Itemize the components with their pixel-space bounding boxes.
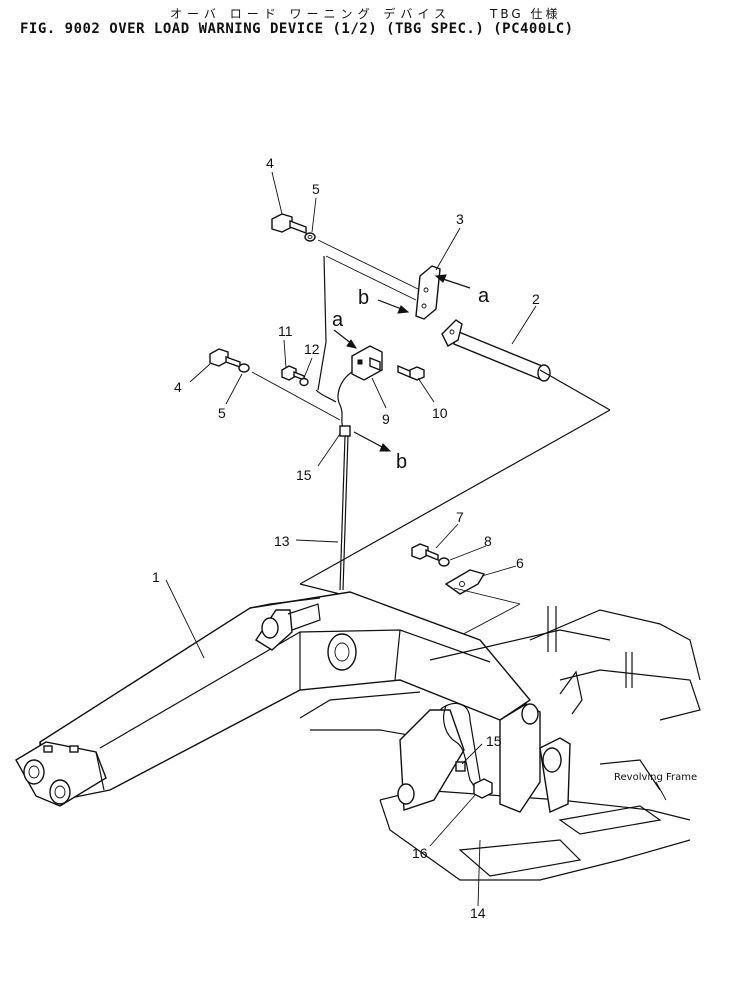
part-12-washer xyxy=(299,377,309,387)
part-1-boom xyxy=(15,591,532,807)
callout-7: 7 xyxy=(456,509,464,525)
part-5-washer-lower xyxy=(238,363,250,373)
arrow-a-lower xyxy=(333,329,358,349)
arrow-b-lower xyxy=(353,431,392,452)
callout-9: 9 xyxy=(382,411,390,427)
part-3-bracket xyxy=(415,265,441,320)
part-10-bolt xyxy=(397,364,425,381)
callout-12: 12 xyxy=(304,341,320,357)
part-11-bolt xyxy=(281,365,305,382)
arrow-b-upper xyxy=(377,299,410,314)
callout-2: 2 xyxy=(532,291,540,307)
leader-lines xyxy=(165,171,667,907)
callout-4-lower: 4 xyxy=(174,379,182,395)
arrow-label-b-upper: b xyxy=(358,287,369,309)
part-9-limit-switch xyxy=(351,345,383,381)
part-5-washer-upper xyxy=(304,232,316,242)
callout-13: 13 xyxy=(274,533,290,549)
callout-15-upper: 15 xyxy=(296,467,312,483)
part-8-washer xyxy=(438,557,450,567)
title-jp-spec: TBG 仕様 xyxy=(490,7,561,21)
title-jp-text: オーバ ロード ワーニング デバイス xyxy=(170,7,451,21)
title-japanese: オーバ ロード ワーニング デバイス TBG 仕様 xyxy=(170,5,557,22)
arrow-a-upper xyxy=(434,274,471,289)
part-15-clip-lower xyxy=(455,761,466,772)
callout-5-lower: 5 xyxy=(218,405,226,421)
callout-10: 10 xyxy=(432,405,448,421)
callout-8: 8 xyxy=(484,533,492,549)
callout-15-lower: 15 xyxy=(486,733,502,749)
callout-1: 1 xyxy=(152,569,160,585)
callout-16: 16 xyxy=(412,845,428,861)
callout-4-upper: 4 xyxy=(266,155,274,171)
part-2-pin xyxy=(441,319,551,382)
callout-11: 11 xyxy=(278,323,293,339)
part-15-clip-upper xyxy=(339,425,351,437)
part-4-bolt-upper xyxy=(271,213,307,235)
callout-3: 3 xyxy=(456,211,464,227)
arrow-label-a-lower: a xyxy=(332,309,344,331)
part-4-bolt-lower xyxy=(209,348,241,368)
revolving-frame-label: Revolving Frame xyxy=(614,772,697,783)
boom-foot-brackets xyxy=(397,702,571,814)
callout-14: 14 xyxy=(470,905,486,921)
part-7-bolt xyxy=(411,543,439,562)
arrow-label-a-upper: a xyxy=(478,285,490,307)
callout-6: 6 xyxy=(516,555,524,571)
figure-title: FIG. 9002 OVER LOAD WARNING DEVICE (1/2)… xyxy=(20,21,574,37)
callout-5-upper: 5 xyxy=(312,181,320,197)
part-16-connector xyxy=(473,778,493,799)
arrow-label-b-lower: b xyxy=(396,451,407,473)
